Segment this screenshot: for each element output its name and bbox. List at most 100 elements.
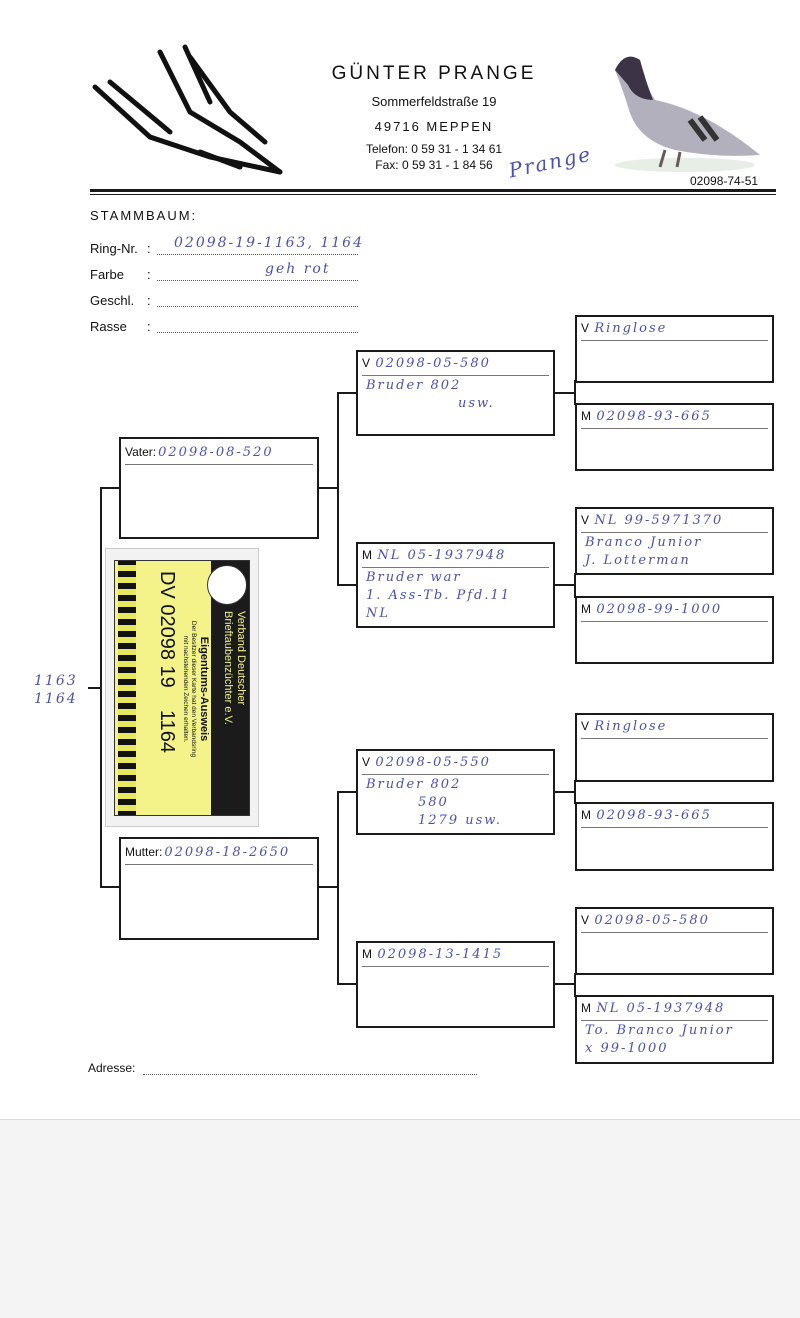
ring-number: 02098-05-580 xyxy=(375,356,491,371)
box-label: V xyxy=(581,321,590,335)
header-rule xyxy=(90,189,776,192)
connector xyxy=(574,780,576,804)
ring-number: NL 99-5971370 xyxy=(594,513,724,528)
card-ring-number: DV 02098 19 1164 xyxy=(156,571,178,753)
ring-number: Ringlose xyxy=(594,321,668,336)
pedigree-box-vater[interactable]: Vater:02098-08-520 xyxy=(119,437,319,539)
connector xyxy=(574,380,576,405)
connector xyxy=(337,584,357,586)
connector xyxy=(318,886,338,888)
connector xyxy=(337,791,357,793)
pedigree-box[interactable]: V 02098-05-580 xyxy=(575,907,774,975)
box-note: 580 xyxy=(418,795,449,810)
connector xyxy=(337,392,339,586)
pedigree-box[interactable]: M 02098-99-1000 xyxy=(575,596,774,664)
colon: : xyxy=(147,241,151,256)
field-farbe[interactable]: Farbe: geh rot xyxy=(90,261,358,282)
dotted-line xyxy=(157,280,358,281)
dotted-line xyxy=(157,254,358,255)
connector xyxy=(100,487,102,888)
card-text-line: Der Besitzer dieser Karte hat den Verban… xyxy=(190,620,197,758)
box-note: x 99-1000 xyxy=(585,1041,669,1056)
connector xyxy=(554,584,576,586)
box-label: Mutter: xyxy=(125,845,163,859)
pedigree-box[interactable]: V Ringlose xyxy=(575,713,774,782)
field-geschl[interactable]: Geschl.: xyxy=(90,293,358,308)
connector xyxy=(337,983,357,985)
breeder-phone: Telefon: 0 59 31 - 1 34 61 xyxy=(365,142,503,156)
pedigree-sheet: GÜNTER PRANGE Sommerfeldstraße 19 49716 … xyxy=(0,0,800,1120)
connector xyxy=(554,392,576,394)
box-note: Bruder 802 xyxy=(366,777,462,792)
ring-number: Ringlose xyxy=(594,719,668,734)
connector xyxy=(100,886,120,888)
address-field[interactable] xyxy=(143,1074,477,1075)
dotted-line xyxy=(157,332,358,333)
field-value: geh rot xyxy=(265,261,331,277)
box-label: V xyxy=(581,513,590,527)
colon: : xyxy=(147,319,151,334)
box-label: M xyxy=(362,947,372,961)
form-title: STAMMBAUM: xyxy=(90,208,198,223)
colon: : xyxy=(147,267,151,282)
field-label: Farbe xyxy=(90,267,124,282)
colon: : xyxy=(147,293,151,308)
pedigree-box[interactable]: M 02098-93-665 xyxy=(575,403,774,471)
box-label: M xyxy=(581,602,591,616)
box-note: Bruder 802 xyxy=(366,378,462,393)
dotted-line xyxy=(157,306,358,307)
ring-number: 02098-05-580 xyxy=(594,913,710,928)
box-note: Branco Junior xyxy=(585,535,703,550)
breeder-street: Sommerfeldstraße 19 xyxy=(371,94,497,109)
ring-number: 02098-93-665 xyxy=(596,808,712,823)
pedigree-box[interactable]: V Ringlose xyxy=(575,315,774,383)
ring-number: 02098-93-665 xyxy=(596,409,712,424)
pedigree-box-mutter[interactable]: Mutter:02098-18-2650 xyxy=(119,837,319,940)
card-title: Eigentums-Ausweis xyxy=(198,636,210,742)
box-label: Vater: xyxy=(125,445,157,459)
field-ring-nr[interactable]: Ring-Nr.:02098-19-1163, 1164 xyxy=(90,235,362,256)
connector xyxy=(88,687,101,689)
box-label: V xyxy=(362,755,371,769)
connector xyxy=(574,973,576,997)
ring-number: 02098-05-550 xyxy=(375,755,491,770)
address-label: Adresse: xyxy=(88,1061,136,1075)
box-label: M xyxy=(581,1001,591,1015)
box-note: 1. Ass-Tb. Pfd.11 xyxy=(366,588,512,603)
card-org-line: Verband Deutscher xyxy=(235,611,247,706)
box-label: M xyxy=(581,808,591,822)
connector xyxy=(318,487,338,489)
card-pattern-strip xyxy=(118,561,136,815)
ring-number: NL 05-1937948 xyxy=(596,1001,726,1016)
diving-bird-logo xyxy=(92,44,283,175)
loft-ring-code: 02098-74-51 xyxy=(690,174,759,188)
header-rule-thin xyxy=(90,194,776,195)
box-note: usw. xyxy=(458,396,495,411)
ring-number: NL 05-1937948 xyxy=(377,548,507,563)
field-rasse[interactable]: Rasse: xyxy=(90,319,358,334)
note-line: 1163 xyxy=(34,673,78,689)
box-label: V xyxy=(581,913,590,927)
box-label: M xyxy=(581,409,591,423)
connector xyxy=(337,791,339,985)
connector xyxy=(574,573,576,598)
connector xyxy=(337,392,357,394)
field-label: Rasse xyxy=(90,319,127,334)
pedigree-box[interactable]: M 02098-93-665 xyxy=(575,802,774,871)
connector xyxy=(554,791,576,793)
pedigree-box[interactable]: M 02098-13-1415 xyxy=(356,941,555,1028)
dove-emblem-icon xyxy=(207,565,247,605)
breeder-name: GÜNTER PRANGE xyxy=(331,63,537,84)
connector xyxy=(554,983,576,985)
field-value: 02098-19-1163, 1164 xyxy=(174,235,364,251)
box-note: 1279 usw. xyxy=(418,813,502,828)
